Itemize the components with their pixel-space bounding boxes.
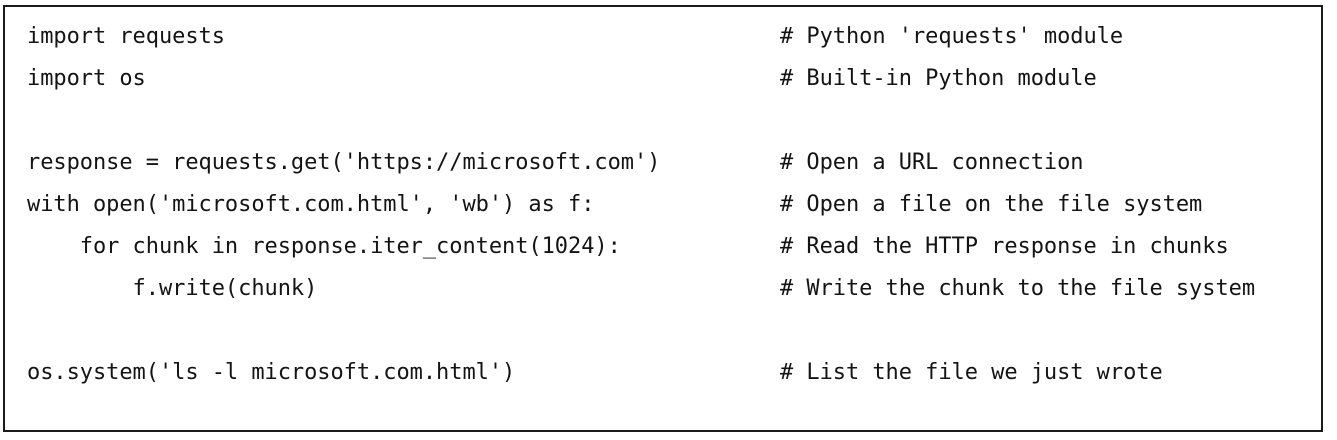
code-text: import os (27, 66, 146, 91)
code-text: with open('microsoft.com.html', 'wb') as… (27, 192, 595, 217)
code-lines-container: import requests # Python 'requests' modul… (5, 7, 1321, 430)
code-line: response = requests.get('https://microso… (5, 142, 1321, 184)
code-line (5, 310, 1321, 352)
code-comment-text: # Python 'requests' module (780, 24, 1124, 49)
code-comment-text: # Open a URL connection (780, 150, 1084, 175)
code-line: with open('microsoft.com.html', 'wb') as… (5, 184, 1321, 226)
code-text: response = requests.get('https://microso… (27, 150, 661, 175)
code-text: f.write(chunk) (27, 276, 318, 301)
code-listing-box: import requests # Python 'requests' modul… (3, 5, 1323, 432)
code-line: f.write(chunk) # Write the chunk to the f… (5, 268, 1321, 310)
code-line: import os # Built-in Python module (5, 58, 1321, 100)
code-line (5, 100, 1321, 142)
code-comment-text: # Open a file on the file system (780, 192, 1203, 217)
code-line: import requests # Python 'requests' modul… (5, 16, 1321, 58)
code-text: os.system('ls -l microsoft.com.html') (27, 360, 516, 385)
code-comment-text: # List the file we just wrote (780, 360, 1163, 385)
code-text: import requests (27, 24, 225, 49)
code-line: for chunk in response.iter_content(1024)… (5, 226, 1321, 268)
code-line: os.system('ls -l microsoft.com.html') # L… (5, 352, 1321, 394)
code-comment-text: # Write the chunk to the file system (780, 276, 1256, 301)
code-text: for chunk in response.iter_content(1024)… (27, 234, 621, 259)
code-comment-text: # Built-in Python module (780, 66, 1097, 91)
code-comment-text: # Read the HTTP response in chunks (780, 234, 1229, 259)
